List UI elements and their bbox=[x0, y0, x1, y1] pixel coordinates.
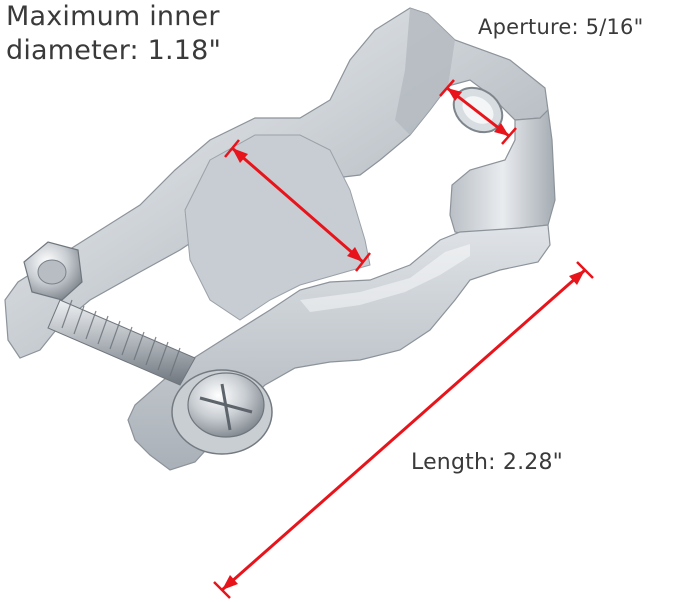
screw-head bbox=[171, 369, 273, 455]
dimension-length-line bbox=[213, 261, 594, 599]
diameter-label: Maximum inner diameter: 1.18" bbox=[6, 0, 221, 68]
diameter-label-line-1: Maximum inner bbox=[6, 1, 220, 32]
dimension-diameter-line bbox=[224, 139, 371, 272]
screw-shaft bbox=[47, 299, 196, 386]
diameter-label-line-2: diameter: 1.18" bbox=[6, 35, 222, 66]
nut bbox=[23, 241, 83, 301]
aperture-label: Aperture: 5/16" bbox=[478, 15, 644, 39]
length-label: Length: 2.28" bbox=[411, 450, 563, 475]
dimension-aperture-line bbox=[439, 79, 517, 145]
